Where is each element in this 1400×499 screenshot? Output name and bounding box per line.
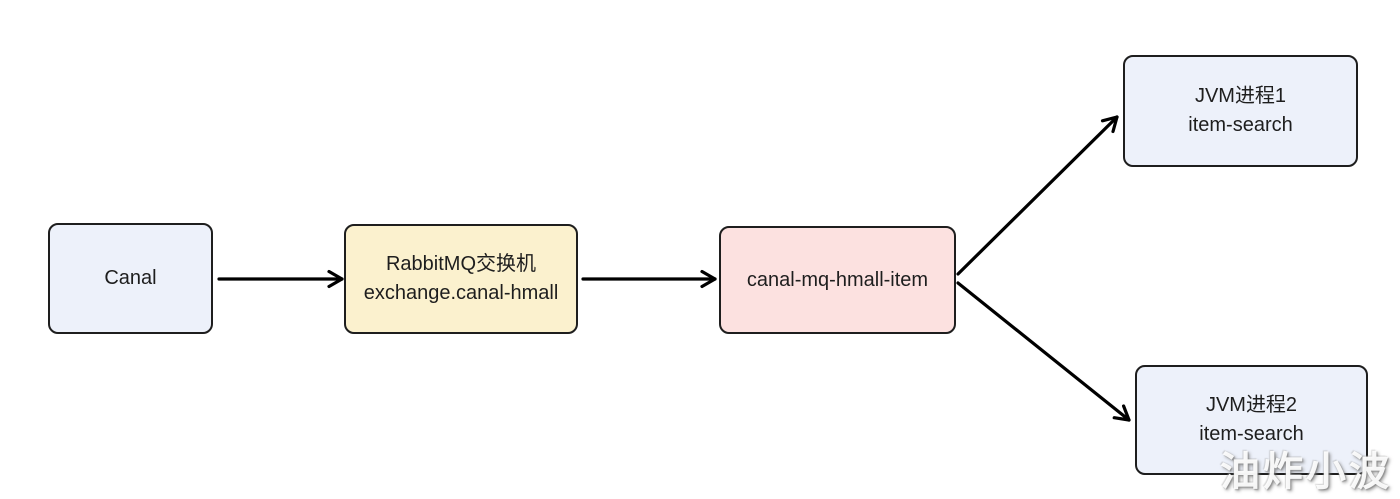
- node-rabbitmq-exchange: RabbitMQ交换机 exchange.canal-hmall: [344, 224, 578, 334]
- arrow-canal-to-exchange: [217, 269, 344, 289]
- node-queue-canal-mq-hmall-item: canal-mq-hmall-item: [719, 226, 956, 334]
- arrow-queue-to-jvm1: [956, 115, 1119, 276]
- node-jvm2-title: JVM进程2: [1205, 394, 1298, 416]
- node-rabbitmq-exchange-title: RabbitMQ交换机: [385, 253, 537, 275]
- node-canal: Canal: [48, 223, 213, 334]
- node-jvm2-service: item-search: [1199, 423, 1304, 445]
- node-canal-label: Canal: [104, 267, 157, 289]
- node-jvm1-title: JVM进程1: [1194, 85, 1287, 107]
- node-jvm-process-2: JVM进程2 item-search: [1135, 365, 1368, 475]
- node-rabbitmq-exchange-name: exchange.canal-hmall: [363, 282, 559, 304]
- arrow-exchange-to-queue: [581, 269, 717, 289]
- arrow-queue-to-jvm2: [956, 281, 1131, 422]
- node-queue-label: canal-mq-hmall-item: [746, 268, 929, 291]
- node-jvm1-service: item-search: [1188, 114, 1293, 136]
- node-jvm-process-1: JVM进程1 item-search: [1123, 55, 1358, 167]
